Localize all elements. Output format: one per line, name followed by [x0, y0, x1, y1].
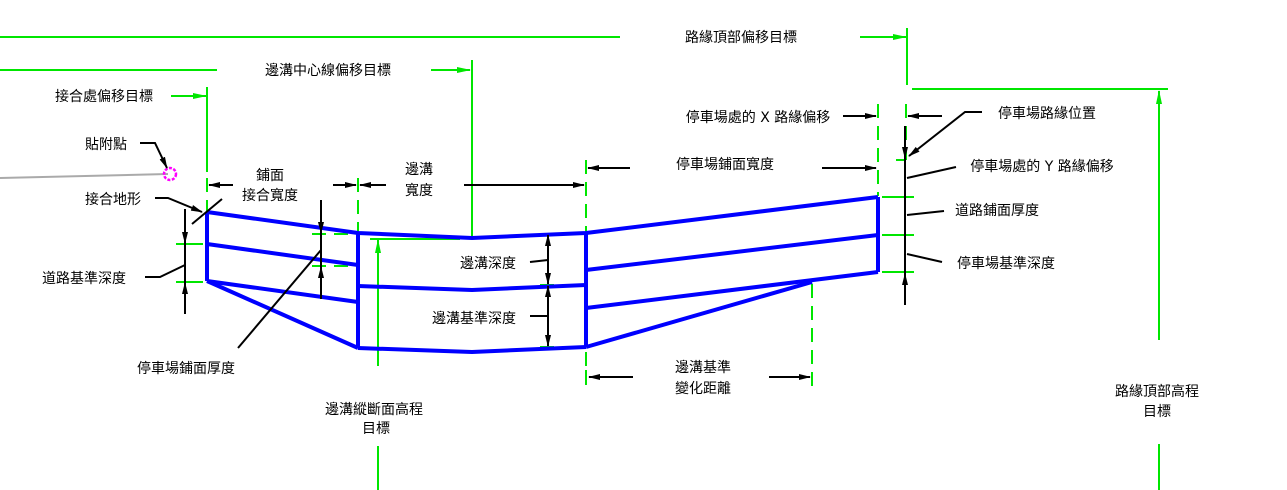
label-parking-subbase-depth: 停車場基準深度	[957, 255, 1055, 272]
road-paving-leader	[906, 210, 945, 216]
parking-layer-right	[585, 233, 879, 272]
label-y-curb-offset: 停車場處的 Y 路緣偏移	[970, 158, 1113, 175]
paving-layer-left	[206, 242, 359, 267]
label-curb-top-offset-target: 路緣頂部偏移目標	[685, 30, 797, 46]
parking-slope-right	[585, 280, 813, 349]
label-ditch-subbase-transition-1: 邊溝基準	[675, 359, 731, 376]
labels: 路緣頂部偏移目標 邊溝中心線偏移目標 接合處偏移目標 貼附點 接合地形 鋪面 接…	[42, 30, 1199, 437]
label-ditch-width-2: 寬度	[405, 182, 433, 199]
label-parking-paving-thickness: 停車場鋪面厚度	[137, 360, 235, 377]
label-curb-top-elev-target-2: 目標	[1143, 404, 1171, 420]
ditch-mid-layer	[357, 283, 587, 292]
curb-location-leader	[908, 111, 982, 157]
parking-subbase-right	[585, 270, 879, 310]
subassembly-shape	[205, 195, 880, 354]
label-tie-in-offset-target: 接合處偏移目標	[55, 88, 153, 105]
attach-point-leader	[140, 142, 168, 169]
paving-top	[206, 195, 879, 240]
road-subbase-leader	[145, 264, 186, 278]
label-ditch-profile-elev-target-2: 目標	[362, 421, 390, 437]
ditch-depth-leader	[529, 259, 549, 263]
tie-in-slope-tick	[191, 198, 223, 225]
label-curb-top-elev-target-1: 路緣頂部高程	[1115, 383, 1199, 400]
parking-subbase-leader	[906, 253, 943, 263]
paving-subbase-left	[206, 279, 359, 304]
label-paving-tie-in-width-2: 接合寬度	[242, 187, 298, 204]
label-ditch-centerline-offset-target: 邊溝中心線偏移目標	[265, 63, 391, 79]
attach-point-icon	[162, 166, 178, 182]
label-ditch-profile-elev-target-1: 邊溝縱斷面高程	[325, 401, 423, 418]
ditch-bottom	[357, 345, 587, 354]
tie-in-surface-leader	[155, 197, 203, 213]
label-paving-tie-in-width-1: 鋪面	[256, 168, 284, 184]
label-attach-point: 貼附點	[85, 137, 127, 153]
paving-slope-left	[206, 279, 359, 350]
tie-in-terrain-line	[0, 173, 169, 179]
parking-thickness-leader	[237, 249, 322, 349]
label-road-subbase-depth: 道路基準深度	[42, 270, 126, 287]
label-parking-curb-location: 停車場路緣位置	[998, 105, 1096, 122]
label-parking-paving-width: 停車場鋪面寬度	[676, 156, 774, 173]
label-road-paving-thickness: 道路鋪面厚度	[955, 203, 1039, 219]
label-x-curb-offset: 停車場處的 X 路緣偏移	[686, 109, 831, 126]
label-tie-in-surface: 接合地形	[85, 191, 141, 208]
label-ditch-subbase-depth: 邊溝基準深度	[432, 310, 516, 327]
dimension-arrows	[140, 111, 982, 384]
label-ditch-depth: 邊溝深度	[460, 256, 516, 272]
y-offset-leader	[906, 166, 957, 179]
label-ditch-width-1: 邊溝	[405, 162, 433, 178]
label-ditch-subbase-transition-2: 變化距離	[675, 380, 731, 397]
